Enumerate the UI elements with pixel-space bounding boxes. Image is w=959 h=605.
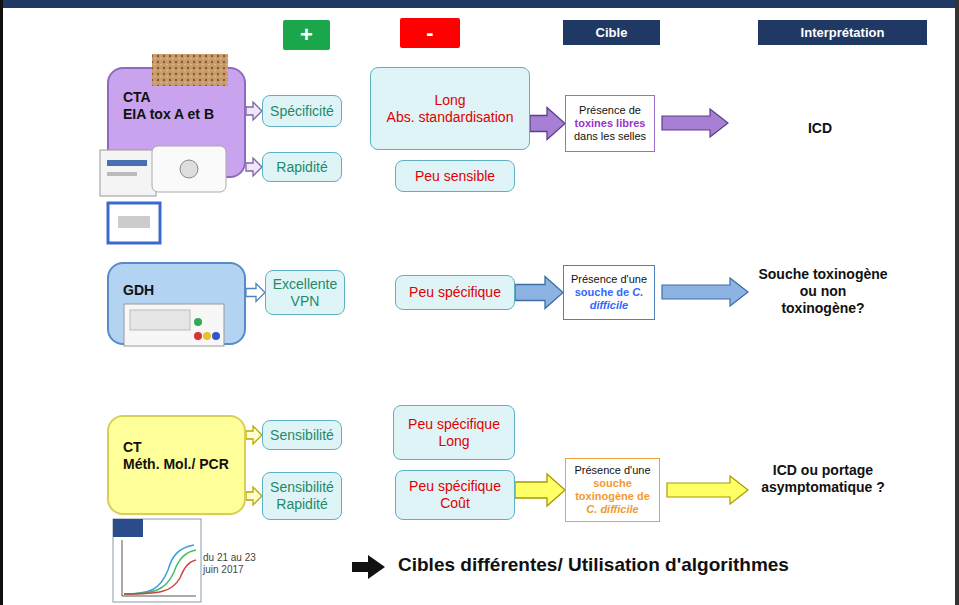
drawback-text: Long [438,433,469,450]
drawback-text: Abs. standardisation [387,109,514,126]
kit-box [124,304,224,346]
advantage-box: Spécificité [262,95,342,127]
drawback-box: Peu spécifiqueLong [393,405,515,460]
frame-right [955,0,959,605]
block-arrow [246,284,265,302]
block-arrow [667,476,748,504]
target-text: Présence de toxines libres dans les sell… [570,104,650,144]
target-box: Présence de toxines libres dans les sell… [565,95,655,152]
block-arrow [246,426,262,444]
chart-frame [113,519,201,602]
test-device [152,146,226,192]
kit-stripe [107,160,147,166]
block-arrow [530,108,565,140]
frame-left [0,0,3,605]
amplification-curve [124,560,196,594]
advantage-box: Rapidité [262,152,342,182]
kit-stripe [107,172,137,176]
block-arrow [662,109,728,137]
advantage-box: SensibilitéRapidité [262,472,342,520]
drawback-text: Coût [440,495,470,512]
interpretation-text: ICD ou portage asymptomatique ? [752,462,894,496]
drawback-text: Peu sensible [415,168,495,185]
kit-box [100,150,156,196]
target-box: Présence d'une souche de C. difficile [563,265,655,320]
advantage-text: Rapidité [276,159,327,176]
logo-block [113,519,143,537]
column-header: Cible [563,20,660,45]
block-arrow [662,278,748,306]
block-arrow [246,102,262,120]
interpretation-text: Souche toxinogène ou non toxinogène? [757,266,889,316]
drawback-box: Peu spécifique [395,275,515,310]
chart-axis [122,540,123,596]
advantage-box: Excellente VPN [265,270,345,315]
kit-plate [130,310,190,330]
advantage-text: Spécificité [270,103,334,120]
method-name: Méth. Mol./ PCR [123,456,229,473]
header-label: Interprétation [801,25,885,41]
advantage-box: Sensibilité [262,420,342,450]
eia-kit-picture [100,146,226,243]
drawback-text: Long [434,92,465,109]
test-cassette [108,203,160,243]
method-box: CTMéth. Mol./ PCR [107,415,246,515]
method-name: CTA [123,89,151,106]
block-arrow [246,158,262,176]
advantage-text: Sensibilité [270,427,334,444]
method-name: GDH [123,282,154,299]
vial [203,332,211,340]
test-window [180,160,198,178]
method-name: CT [123,439,142,456]
conclusion-text: Cibles différentes/ Utilisation d'algori… [398,554,789,577]
advantage-text: Excellente VPN [270,276,340,310]
target-text: Présence d'une souche toxinogène de C. d… [570,464,655,517]
block-arrow [515,474,565,506]
chart-axis [122,596,196,597]
block-arrow [246,487,262,505]
vial [194,318,202,326]
header-label: - [426,20,433,46]
drawback-box: Peu spécifiqueCoût [395,470,515,520]
top-band [0,0,959,8]
target-text: Présence d'une souche de C. difficile [568,273,650,313]
cassette-window [118,216,150,228]
conclusion-arrow [352,555,385,579]
pcr-chart-picture [113,519,201,602]
column-header: + [283,20,330,50]
drawback-text: Peu spécifique [408,416,500,433]
target-box: Présence d'une souche toxinogène de C. d… [565,458,660,522]
drawback-box: LongAbs. standardisation [370,67,530,150]
advantage-text: Sensibilité [270,479,334,496]
advantage-text: Rapidité [276,496,327,513]
drawback-text: Peu spécifique [409,284,501,301]
header-label: Cible [596,25,628,41]
vial [212,332,220,340]
drawback-box: Peu sensible [395,160,515,192]
cell-culture-picture [152,54,228,86]
header-label: + [300,22,313,48]
vial [194,332,202,340]
date-note: du 21 au 23 juin 2017 [203,552,267,576]
gdh-kit-picture [124,304,224,346]
block-arrow [515,277,563,309]
method-name: EIA tox A et B [123,106,214,123]
interpretation-text: ICD [790,120,850,137]
column-header: Interprétation [758,20,927,45]
column-header: - [400,18,460,48]
amplification-curve [124,550,196,594]
drawback-text: Peu spécifique [409,478,501,495]
